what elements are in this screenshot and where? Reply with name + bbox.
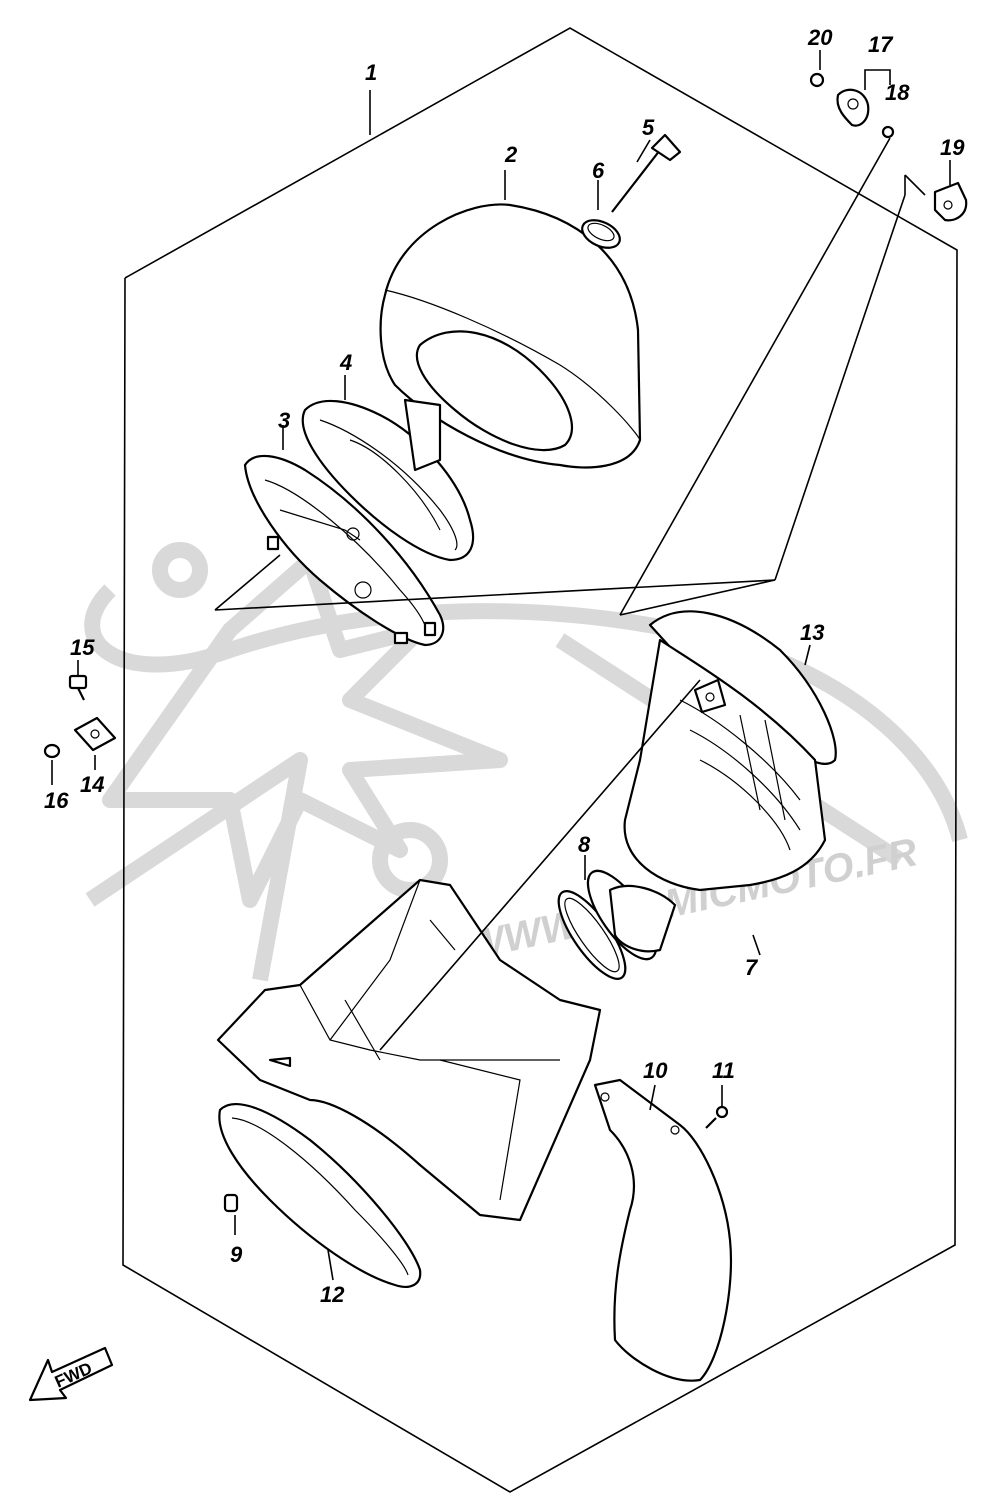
callout-3: 3 (278, 408, 290, 433)
callout-14: 14 (80, 772, 104, 797)
bolt-15[interactable] (68, 674, 88, 701)
callout-19: 19 (940, 135, 965, 160)
wing-bolt[interactable] (611, 133, 682, 213)
lower-air-box[interactable] (216, 878, 602, 1222)
grommet[interactable] (223, 1193, 239, 1213)
side-cover[interactable] (593, 1078, 733, 1382)
assembly-outline (122, 27, 958, 1493)
fwd-arrow: FWD (28, 1346, 114, 1402)
callout-17: 17 (868, 32, 894, 57)
leader-lines (51, 50, 951, 1281)
screw-11[interactable] (705, 1105, 729, 1129)
callout-15: 15 (70, 635, 95, 660)
callout-4: 4 (339, 350, 352, 375)
nut-16[interactable] (43, 743, 61, 759)
callout-2: 2 (504, 142, 518, 167)
callout-9: 9 (230, 1242, 243, 1267)
callout-5: 5 (642, 115, 655, 140)
filter-plate[interactable] (243, 454, 445, 647)
o-ring-18[interactable] (881, 125, 895, 139)
callout-7: 7 (745, 955, 759, 980)
air-filter-element[interactable] (379, 203, 642, 469)
filter-cage[interactable] (301, 398, 475, 562)
screw-20[interactable] (809, 72, 825, 88)
clip-nut[interactable] (73, 716, 117, 752)
callout-1: 1 (365, 60, 377, 85)
callout-12: 12 (320, 1282, 345, 1307)
callout-11: 11 (712, 1058, 735, 1083)
callout-16: 16 (44, 788, 69, 813)
air-cleaner-case[interactable] (623, 610, 837, 892)
callout-20: 20 (807, 25, 833, 50)
bracket-plate[interactable] (933, 181, 968, 222)
callout-18: 18 (885, 80, 910, 105)
drain-cap[interactable] (836, 88, 870, 127)
callout-13: 13 (800, 620, 824, 645)
callout-6: 6 (592, 158, 605, 183)
callout-10: 10 (643, 1058, 668, 1083)
callout-8: 8 (578, 832, 591, 857)
lower-gasket[interactable] (218, 1103, 422, 1288)
callout-labels: 1 2 3 4 5 6 7 8 9 10 11 12 13 14 15 16 1… (44, 25, 965, 1307)
seal-ring[interactable] (578, 215, 624, 254)
intake-joint[interactable] (576, 861, 677, 969)
